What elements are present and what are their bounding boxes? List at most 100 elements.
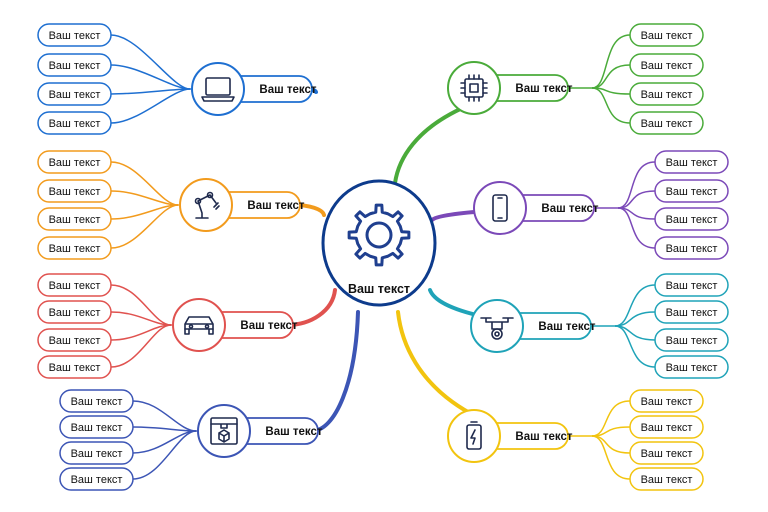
leaf-node[interactable]: Ваш текст: [59, 415, 134, 439]
branch-label: Ваш текст: [265, 426, 323, 438]
branch-node[interactable]: Ваш текст: [506, 312, 596, 340]
branch-label: Ваш текст: [538, 321, 596, 333]
leaf-pill-shape: [654, 300, 729, 324]
leaf-connector-line: [110, 34, 191, 90]
leaf-connector-line: [591, 64, 631, 89]
leaf-label: Ваш текст: [49, 335, 101, 347]
leaf-label: Ваш текст: [49, 157, 101, 169]
leaf-node[interactable]: Ваш текст: [37, 53, 112, 77]
leaf-pill-shape: [629, 23, 704, 47]
branch-node[interactable]: Ваш текст: [509, 194, 599, 222]
leaf-pill-shape: [37, 179, 112, 203]
leaf-connector-line: [591, 400, 631, 437]
leaf-node[interactable]: Ваш текст: [629, 53, 704, 77]
leaf-label: Ваш текст: [49, 186, 101, 198]
leaf-label: Ваш текст: [71, 474, 123, 486]
center-node[interactable]: Ваш текст: [321, 179, 437, 307]
leaf-node[interactable]: Ваш текст: [629, 415, 704, 439]
leaf-connector-line: [110, 324, 172, 368]
leaf-node[interactable]: Ваш текст: [654, 355, 729, 379]
branch-node[interactable]: Ваш текст: [233, 417, 323, 445]
leaf-label: Ваш текст: [641, 89, 693, 101]
laptop-icon: [191, 62, 245, 116]
leaf-node[interactable]: Ваш текст: [37, 179, 112, 203]
leaf-node[interactable]: Ваш текст: [654, 273, 729, 297]
leaf-label: Ваш текст: [49, 243, 101, 255]
leaf-label: Ваш текст: [666, 157, 718, 169]
leaf-node[interactable]: Ваш текст: [654, 236, 729, 260]
leaf-pill-shape: [37, 328, 112, 352]
leaf-pill-shape: [59, 467, 134, 491]
leaf-label: Ваш текст: [641, 60, 693, 72]
branch-node[interactable]: Ваш текст: [227, 75, 317, 103]
leaf-pill-shape: [37, 207, 112, 231]
drone-icon: [470, 299, 524, 353]
leaf-node[interactable]: Ваш текст: [37, 111, 112, 135]
leaf-label: Ваш текст: [49, 362, 101, 374]
branch-label: Ваш текст: [515, 83, 573, 95]
leaf-node[interactable]: Ваш текст: [654, 179, 729, 203]
branch-label: Ваш текст: [515, 431, 573, 443]
leaf-node[interactable]: Ваш текст: [37, 355, 112, 379]
leaf-connector-line: [110, 284, 172, 326]
leaf-node[interactable]: Ваш текст: [59, 441, 134, 465]
leaf-node[interactable]: Ваш текст: [59, 467, 134, 491]
leaf-node[interactable]: Ваш текст: [37, 23, 112, 47]
leaf-label: Ваш текст: [666, 243, 718, 255]
leaf-node[interactable]: Ваш текст: [654, 207, 729, 231]
leaf-node[interactable]: Ваш текст: [37, 273, 112, 297]
leaf-label: Ваш текст: [666, 280, 718, 292]
gear-icon: [347, 203, 411, 267]
leaf-pill-shape: [37, 111, 112, 135]
leaf-pill-shape: [654, 150, 729, 174]
leaf-node[interactable]: Ваш текст: [37, 150, 112, 174]
branch-label: Ваш текст: [259, 84, 317, 96]
leaf-node[interactable]: Ваш текст: [59, 389, 134, 413]
branch-node[interactable]: Ваш текст: [208, 311, 298, 339]
leaf-label: Ваш текст: [666, 307, 718, 319]
leaf-label: Ваш текст: [641, 448, 693, 460]
leaf-node[interactable]: Ваш текст: [629, 82, 704, 106]
branch-trunk-line: [310, 310, 360, 433]
leaf-label: Ваш текст: [71, 448, 123, 460]
battery-icon: [447, 409, 501, 463]
leaf-node[interactable]: Ваш текст: [37, 236, 112, 260]
leaf-node[interactable]: Ваш текст: [37, 82, 112, 106]
leaf-node[interactable]: Ваш текст: [37, 328, 112, 352]
leaf-connector-line: [110, 204, 179, 249]
leaf-connector-line: [110, 190, 179, 206]
leaf-pill-shape: [654, 179, 729, 203]
leaf-pill-shape: [629, 53, 704, 77]
leaf-node[interactable]: Ваш текст: [37, 300, 112, 324]
branch-label: Ваш текст: [541, 203, 599, 215]
leaf-node[interactable]: Ваш текст: [37, 207, 112, 231]
leaf-connector-line: [591, 435, 631, 480]
leaf-connector-line: [591, 87, 631, 124]
leaf-pill-shape: [629, 82, 704, 106]
leaf-label: Ваш текст: [49, 214, 101, 226]
leaf-node[interactable]: Ваш текст: [629, 111, 704, 135]
leaf-node[interactable]: Ваш текст: [654, 328, 729, 352]
leaf-connector-line: [617, 161, 656, 209]
leaf-label: Ваш текст: [666, 214, 718, 226]
leaf-connector-line: [110, 64, 191, 90]
leaf-pill-shape: [37, 82, 112, 106]
leaf-label: Ваш текст: [641, 396, 693, 408]
leaf-connector-line: [110, 311, 172, 326]
leaf-node[interactable]: Ваш текст: [629, 467, 704, 491]
leaf-connector-line: [614, 325, 656, 368]
leaf-connector-line: [110, 88, 191, 124]
leaf-node[interactable]: Ваш текст: [654, 300, 729, 324]
leaf-node[interactable]: Ваш текст: [629, 23, 704, 47]
leaf-node[interactable]: Ваш текст: [629, 441, 704, 465]
leaf-node[interactable]: Ваш текст: [654, 150, 729, 174]
leaf-node[interactable]: Ваш текст: [629, 389, 704, 413]
leaf-pill-shape: [59, 441, 134, 465]
branch-node[interactable]: Ваш текст: [483, 74, 573, 102]
